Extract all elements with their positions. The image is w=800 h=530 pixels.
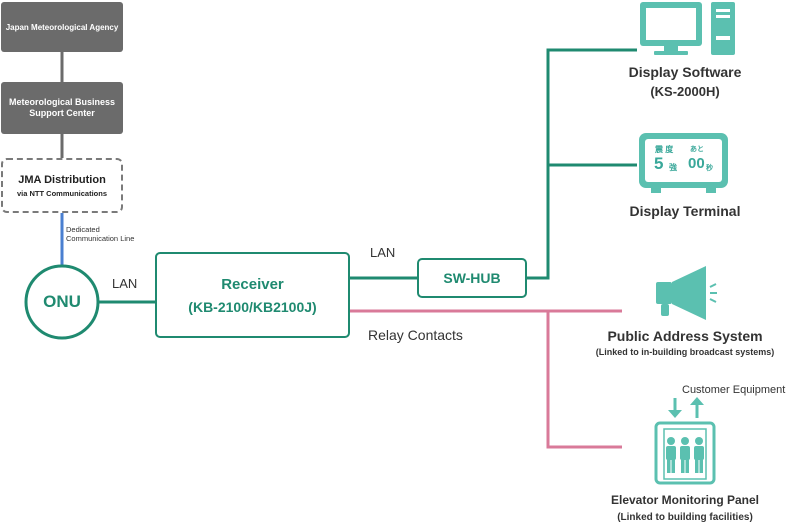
customer-equipment-label: Customer Equipment: [682, 384, 786, 396]
terminal-screen-small1: あと: [690, 146, 704, 153]
elevator-title: Elevator Monitoring Panel: [610, 493, 760, 507]
computer-icon: [640, 2, 735, 55]
jma-node: Japan Meteorological Agency: [1, 2, 123, 52]
pa-system-title: Public Address System: [607, 328, 763, 344]
mbsc-node: Meteorological Business Support Center: [1, 82, 123, 134]
terminal-screen-big1: 5: [654, 154, 664, 173]
sw-hub-label: SW-HUB: [443, 270, 501, 286]
distribution-title: JMA Distribution: [18, 173, 106, 186]
elevator-arrows-icon: [668, 397, 704, 418]
megaphone-icon: [656, 266, 717, 320]
elevator-icon: [654, 421, 716, 485]
terminal-screen-small3: 秒: [706, 165, 713, 172]
pa-system-sub: (Linked to in-building broadcast systems…: [595, 347, 775, 357]
terminal-screen-small2: 強: [669, 163, 677, 172]
display-terminal-icon: [639, 133, 728, 193]
relay-line-elevator: [546, 311, 622, 449]
receiver-model: (KB-2100/KB2100J): [188, 298, 317, 315]
terminal-screen-big2: 00: [688, 155, 705, 172]
display-terminal-title: Display Terminal: [629, 203, 741, 219]
dedicated-line-label: Dedicated Communication Line: [66, 225, 135, 243]
distribution-node: JMA Distribution via NTT Communications: [1, 158, 123, 213]
display-software-model: (KS-2000H): [650, 84, 720, 99]
relay-contacts-label: Relay Contacts: [368, 327, 463, 343]
elevator-sub: (Linked to building facilities): [617, 512, 753, 523]
lan-right-label: LAN: [370, 245, 396, 260]
receiver-node: Receiver (KB-2100/KB2100J): [155, 252, 350, 338]
display-software-title: Display Software: [628, 64, 742, 80]
terminal-screen-line1: 震 度: [655, 145, 674, 154]
distribution-sub: via NTT Communications: [16, 188, 107, 198]
sw-hub-node: SW-HUB: [417, 258, 527, 298]
mbsc-label: Meteorological Business Support Center: [8, 97, 116, 118]
onu-label: ONU: [43, 292, 81, 311]
receiver-title: Receiver: [221, 275, 284, 293]
jma-label: Japan Meteorological Agency: [5, 22, 119, 32]
lan-left-label: LAN: [112, 276, 138, 291]
